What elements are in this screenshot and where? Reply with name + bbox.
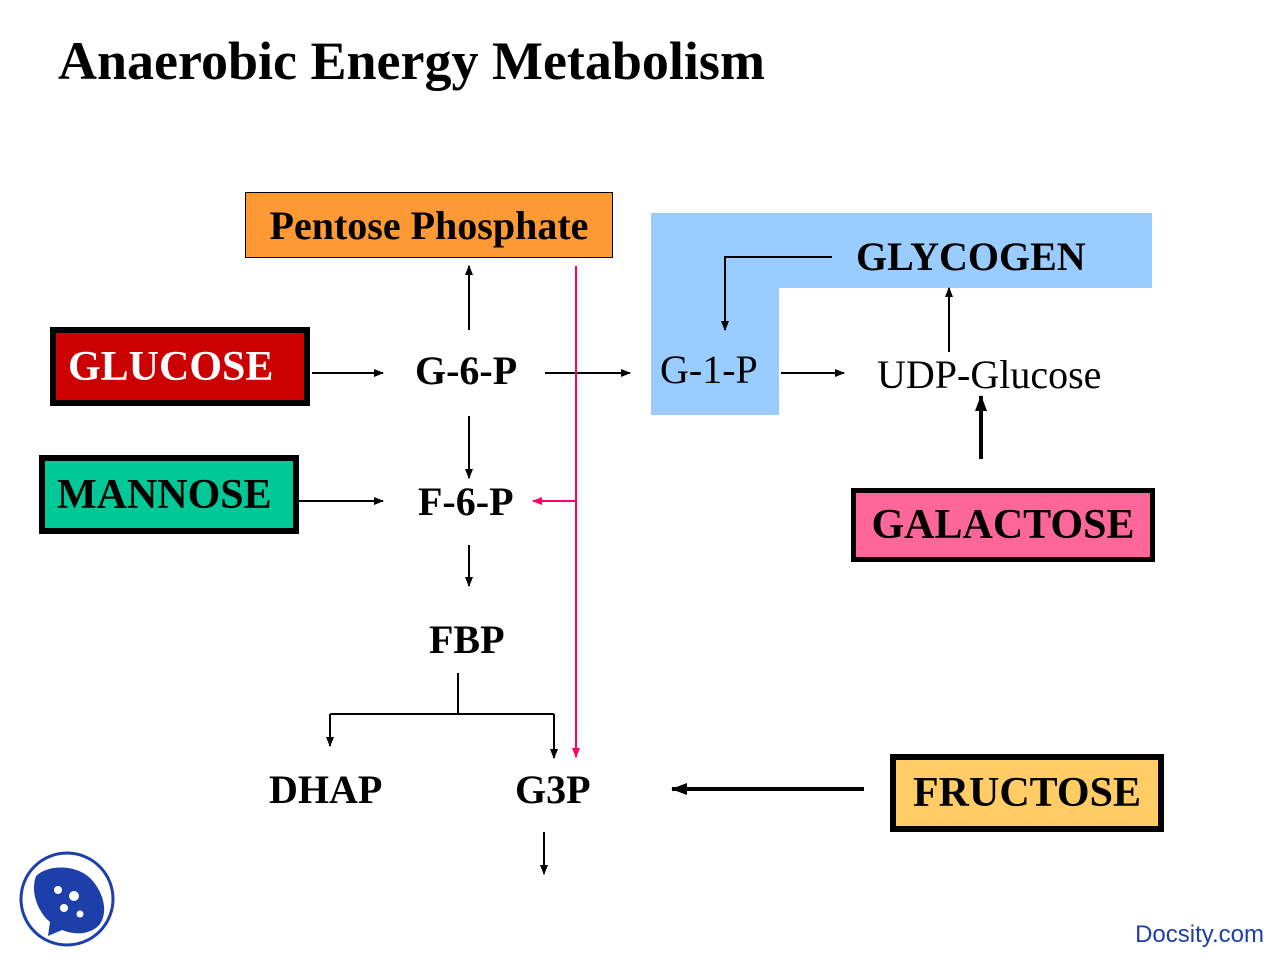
galactose-label: GALACTOSE: [871, 502, 1135, 548]
glucose-label: GLUCOSE: [68, 343, 274, 390]
mannose-label: MANNOSE: [57, 471, 272, 518]
galactose-box: GALACTOSE: [851, 488, 1155, 562]
node-fbp: FBP: [429, 617, 505, 662]
docsity-brand-link[interactable]: Docsity.com: [1135, 920, 1264, 950]
node-dhap: DHAP: [269, 767, 383, 812]
mannose-box: MANNOSE: [39, 455, 299, 534]
page-title: Anaerobic Energy Metabolism: [58, 31, 765, 91]
docsity-logo-icon: [19, 851, 115, 947]
glycogen-region-left: [651, 213, 779, 415]
node-g1p: G-1-P: [660, 347, 758, 392]
node-f6p: F-6-P: [418, 479, 514, 524]
node-g6p: G-6-P: [415, 348, 518, 393]
pentose-phosphate-box: Pentose Phosphate: [245, 192, 613, 258]
fructose-label: FRUCTOSE: [913, 770, 1141, 816]
node-glycogen: GLYCOGEN: [856, 234, 1086, 279]
fructose-box: FRUCTOSE: [890, 754, 1164, 832]
docsity-brand-text: Docsity.com: [1135, 921, 1264, 948]
node-udp-glucose: UDP-Glucose: [877, 352, 1102, 397]
node-g3p: G3P: [515, 767, 591, 812]
arrow-glycogen-to-g1p: [721, 256, 832, 331]
glucose-box: GLUCOSE: [50, 327, 310, 406]
pentose-phosphate-label: Pentose Phosphate: [269, 202, 589, 248]
